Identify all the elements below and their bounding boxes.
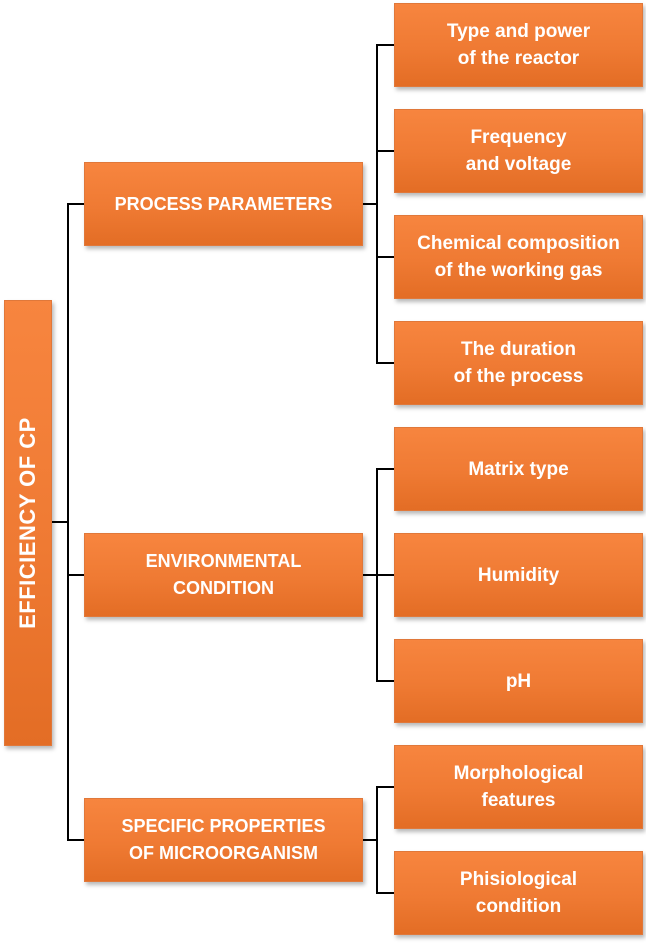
leaf-connector-9: [376, 892, 394, 894]
microorganism-trunk: [376, 786, 378, 894]
process-trunk: [376, 44, 378, 364]
leaf-label: Frequency and voltage: [465, 127, 572, 175]
branch-label: SPECIFIC PROPERTIES OF MICROORGANISM: [121, 816, 326, 863]
leaf-label: Morphological features: [453, 763, 584, 811]
leaf-label: The duration of the process: [453, 339, 584, 387]
leaf-frequency-voltage: Frequency and voltage: [394, 109, 643, 193]
leaf-label: Humidity: [477, 564, 560, 586]
branch-label: ENVIRONMENTAL CONDITION: [145, 551, 302, 598]
leaf-label: Type and power of the reactor: [446, 21, 591, 69]
leaf-label: Phisiological condition: [459, 869, 578, 917]
leaf-label: Matrix type: [468, 458, 569, 480]
leaf-connector-4: [376, 362, 394, 364]
branch-connector-3: [67, 839, 84, 841]
leaf-matrix-type: Matrix type: [394, 427, 643, 511]
root-label: EFFICIENCY OF CP: [15, 417, 40, 629]
branch-connector-1: [67, 203, 84, 205]
environment-connector: [362, 574, 378, 576]
leaf-label: Chemical composition of the working gas: [417, 233, 620, 281]
leaf-connector-5: [376, 468, 394, 470]
branch-environmental-condition: ENVIRONMENTAL CONDITION: [84, 533, 363, 617]
branch-process-parameters: PROCESS PARAMETERS: [84, 162, 363, 246]
leaf-morphological: Morphological features: [394, 745, 643, 829]
microorganism-connector: [362, 839, 378, 841]
leaf-chemical-composition: Chemical composition of the working gas: [394, 215, 643, 299]
leaf-connector-6: [376, 574, 394, 576]
leaf-connector-1: [376, 44, 394, 46]
leaf-phisiological: Phisiological condition: [394, 851, 643, 935]
leaf-connector-8: [376, 786, 394, 788]
leaf-connector-7: [376, 680, 394, 682]
leaf-connector-2: [376, 150, 394, 152]
leaf-type-and-power: Type and power of the reactor: [394, 3, 643, 87]
leaf-ph: pH: [394, 639, 643, 723]
leaf-humidity: Humidity: [394, 533, 643, 617]
root-trunk: [67, 203, 69, 840]
root-node: EFFICIENCY OF CP: [4, 300, 52, 746]
leaf-duration: The duration of the process: [394, 321, 643, 405]
branch-specific-properties: SPECIFIC PROPERTIES OF MICROORGANISM: [84, 798, 363, 882]
process-connector: [362, 203, 378, 205]
root-connector: [52, 521, 69, 523]
leaf-connector-3: [376, 256, 394, 258]
leaf-label: pH: [505, 670, 532, 692]
branch-connector-2: [67, 574, 84, 576]
branch-label: PROCESS PARAMETERS: [114, 193, 333, 214]
